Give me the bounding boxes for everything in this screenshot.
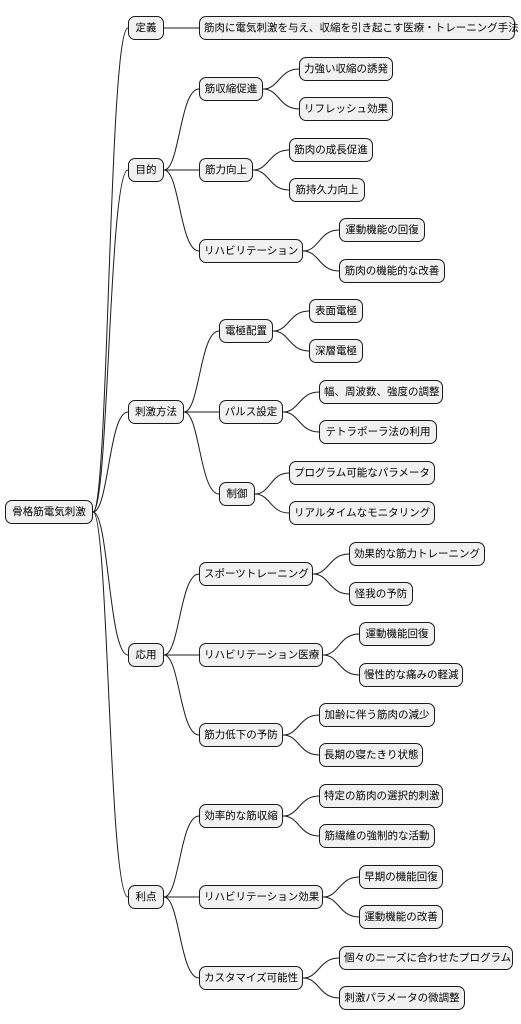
connector-line (282, 714, 320, 736)
leaf-node: 筋持久力向上 (289, 178, 365, 202)
connector-line (272, 330, 310, 352)
subbranch-node: リハビリテーション効果 (199, 885, 323, 909)
subbranch-node: リハビリテーション (199, 239, 303, 263)
subbranch-node: 筋力低下の予防 (199, 723, 283, 747)
connector-line (262, 68, 300, 90)
connector-line (262, 88, 300, 110)
connector-line (183, 411, 220, 495)
leaf-node: 運動機能回復 (359, 622, 435, 646)
branch-node-application: 応用 (128, 643, 164, 667)
leaf-node: 深層電極 (309, 339, 363, 363)
root-node: 骨格筋電気刺激 (5, 500, 93, 524)
subbranch-node: 制御 (219, 482, 255, 506)
leaf-node: 個々のニーズに合わせたプログラム (339, 946, 513, 970)
leaf-node: 表面電極 (309, 299, 363, 323)
leaf-node: 筋繊維の強制的な活動 (319, 824, 435, 848)
leaf-node: 運動機能の改善 (359, 905, 443, 929)
connector-line (322, 876, 360, 898)
leaf-node: 筋肉の機能的な改善 (339, 259, 445, 283)
subbranch-node: リハビリテーション医療 (199, 643, 323, 667)
connector-line (92, 169, 129, 513)
connector-line (322, 654, 360, 676)
connector-line (163, 815, 200, 898)
leaf-node: 運動機能の回復 (339, 218, 425, 242)
connector-line (254, 472, 290, 495)
leaf-node: 刺激パラメータの微調整 (339, 986, 465, 1010)
subbranch-node: 電極配置 (219, 319, 273, 343)
connector-line (322, 896, 360, 918)
connector-line (282, 391, 320, 413)
connector-line (302, 957, 340, 979)
leaf-node: 怪我の予防 (349, 582, 413, 606)
connector-line (163, 573, 200, 656)
subbranch-node: 筋収縮促進 (199, 77, 263, 101)
connector-line (282, 411, 320, 433)
connector-line (302, 250, 340, 272)
connector-line (312, 553, 350, 575)
branch-node-purpose: 目的 (128, 158, 164, 182)
connector-line (163, 88, 200, 171)
connector-line (282, 795, 320, 817)
leaf-node: 長期の寝たきり状態 (319, 743, 423, 767)
connector-line (92, 511, 129, 898)
subbranch-node: スポーツトレーニング (199, 562, 313, 586)
connector-line (302, 229, 340, 252)
leaf-node: プログラム可能なパラメータ (289, 461, 435, 485)
leaf-node: リフレッシュ効果 (299, 97, 393, 121)
connector-line (282, 734, 320, 756)
leaf-node: 特定の筋肉の選択的刺激 (319, 784, 443, 808)
connector-line (92, 511, 129, 656)
connector-line (163, 896, 200, 979)
connector-line (322, 633, 360, 656)
leaf-node: リアルタイムなモニタリング (289, 501, 435, 525)
connector-line (282, 815, 320, 837)
leaf-node: テトラポーラ法の利用 (319, 420, 437, 444)
connector-line (302, 977, 340, 999)
branch-node-method: 刺激方法 (128, 400, 184, 424)
definition-text-node: 筋肉に電気刺激を与え、収縮を引き起こす医療・トレーニング手法 (199, 16, 519, 40)
leaf-node: 効果的な筋力トレーニング (349, 542, 485, 566)
subbranch-node: カスタマイズ可能性 (199, 966, 303, 990)
connector-line (252, 169, 290, 191)
connector-line (312, 573, 350, 595)
connector-line (252, 149, 290, 171)
leaf-node: 幅、周波数、強度の調整 (319, 380, 443, 404)
subbranch-node: 効率的な筋収縮 (199, 804, 283, 828)
connector-line (163, 654, 200, 736)
subbranch-node: 筋力向上 (199, 158, 253, 182)
connector-line (254, 493, 290, 514)
leaf-node: 慢性的な痛みの軽減 (359, 663, 463, 687)
branch-node-benefit: 利点 (128, 885, 164, 909)
connector-line (272, 310, 310, 332)
connector-line (183, 330, 220, 413)
leaf-node: 加齢に伴う筋肉の減少 (319, 703, 435, 727)
branch-node-definition: 定義 (128, 16, 164, 40)
connector-line (163, 169, 200, 252)
leaf-node: 筋肉の成長促進 (289, 138, 373, 162)
connector-line (92, 27, 129, 513)
leaf-node: 力強い収縮の誘発 (299, 57, 393, 81)
connector-line (92, 411, 129, 513)
subbranch-node: パルス設定 (219, 400, 283, 424)
leaf-node: 早期の機能回復 (359, 865, 443, 889)
